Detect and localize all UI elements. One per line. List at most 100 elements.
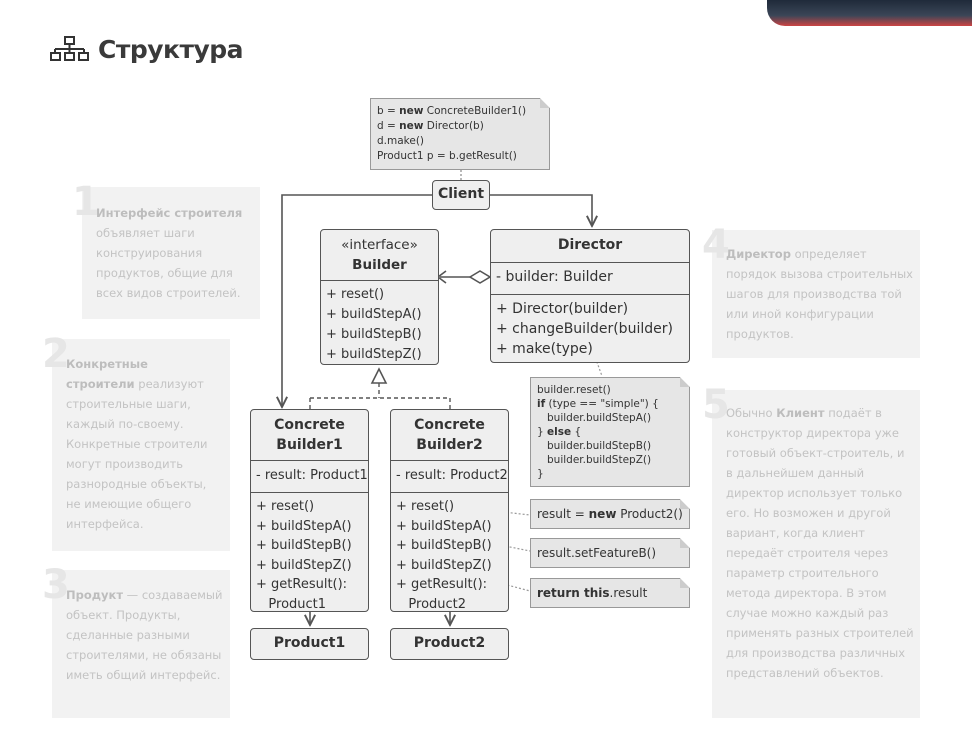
method-item: + buildStepB() <box>326 327 422 342</box>
folded-corner-icon <box>680 499 690 509</box>
code-text: } <box>537 426 548 438</box>
code-text: result = <box>537 507 589 521</box>
realization-triangle <box>370 367 388 384</box>
code-line: builder.reset() <box>537 383 683 397</box>
code-keyword: new <box>399 120 424 132</box>
code-text: d = <box>377 120 400 132</box>
concrete-builder1-box: Concrete Builder1 - result: Product1 + r… <box>250 409 369 612</box>
code-line: Product1 p = b.getResult() <box>377 149 543 164</box>
note-pre: Обычно <box>726 406 773 420</box>
builder-stereotype: «interface» <box>341 237 418 253</box>
method-item: + buildStepA() <box>326 307 422 322</box>
note-builder-interface: 1 Интерфейс строителя объявляет шаги кон… <box>72 179 260 319</box>
note-text: — создаваемый объект. Продукты, сделанны… <box>66 588 223 682</box>
code-line: builder.buildStepZ() <box>537 453 683 467</box>
code-line: if (type == "simple") { <box>537 397 683 411</box>
cb2-fields: - result: Product2 <box>391 460 508 492</box>
code-keyword: else <box>547 426 572 438</box>
cb1-fields: - result: Product1 <box>251 460 368 492</box>
method-item: + buildStepA() <box>396 518 492 534</box>
note-bold: Конкретные строители <box>66 357 148 391</box>
client-to-director-arrow <box>490 194 592 226</box>
code-line: } else { <box>537 425 683 439</box>
sitemap-icon <box>50 36 89 61</box>
code-keyword: return this <box>537 586 610 600</box>
folded-corner-icon <box>680 578 690 588</box>
top-decor-bar <box>767 0 972 26</box>
aggregation-diamond <box>468 270 492 284</box>
folded-corner-icon <box>680 377 690 387</box>
code-text: builder.buildStepA() <box>537 412 652 424</box>
note-body: Интерфейс строителя объявляет шаги конст… <box>96 203 256 303</box>
director-box: Director - builder: Builder + Director(b… <box>490 229 690 363</box>
client-to-builder1-arrow <box>282 194 432 407</box>
folded-corner-icon <box>540 98 550 108</box>
page-title: Структура <box>98 34 244 64</box>
stepb-code-note: result.setFeatureB() <box>530 538 690 568</box>
note-number: 2 <box>42 331 70 377</box>
note-bold: Директор <box>726 247 791 261</box>
code-text: builder.buildStepZ() <box>537 454 652 466</box>
method-item: + buildStepB() <box>396 538 492 553</box>
code-text: Product1 p = b.getResult() <box>377 150 517 162</box>
class-name-line: Builder1 <box>276 437 343 453</box>
method-item: + buildStepZ() <box>326 347 422 362</box>
director-name: Director <box>557 237 623 253</box>
field-item: - result: Product2 <box>396 468 508 483</box>
cb1-header: Concrete Builder1 <box>251 410 368 460</box>
method-item: + buildStepB() <box>256 538 352 553</box>
builder-interface-box: «interface» Builder + reset() + buildSte… <box>320 229 439 365</box>
builder-header: «interface» Builder <box>321 230 438 280</box>
code-keyword: new <box>588 507 617 521</box>
reset-code-note: result = new Product2() <box>530 499 690 529</box>
method-item: Product2 <box>396 596 467 612</box>
code-keyword: new <box>399 105 424 117</box>
method-item: + buildStepA() <box>256 518 352 534</box>
stepb-note-link <box>489 542 531 552</box>
note-concrete-builders: 2 Конкретные строители реализуют строите… <box>42 331 230 551</box>
note-text: определяет порядок вызова строительных ш… <box>726 247 913 341</box>
code-text: Director(b) <box>423 120 484 132</box>
code-text: { <box>571 426 582 438</box>
method-item: + buildStepZ() <box>396 557 492 573</box>
code-line: builder.buildStepB() <box>537 439 683 453</box>
method-item: + reset() <box>396 499 455 514</box>
director-code-note: builder.reset() if (type == "simple") { … <box>530 377 690 487</box>
getresult-note-link <box>487 579 531 592</box>
method-item: + reset() <box>256 499 315 514</box>
code-text: Product2() <box>616 507 683 521</box>
method-item: + reset() <box>326 287 385 302</box>
note-body: Директор определяет порядок вызова строи… <box>726 244 916 344</box>
note-bold: Клиент <box>776 406 825 420</box>
note-bold: Продукт <box>66 588 124 602</box>
folded-corner-icon <box>680 538 690 548</box>
code-text: d.make() <box>377 135 425 147</box>
builder-name: Builder <box>352 257 407 273</box>
class-name-line: Builder2 <box>416 437 483 453</box>
note-text: подаёт в конструктор директора уже готов… <box>726 406 914 680</box>
note-bold: Интерфейс строителя <box>96 206 243 220</box>
method-item: + getResult(): <box>256 577 348 592</box>
method-item: + Director(builder) <box>496 301 629 317</box>
code-line: builder.buildStepA() <box>537 411 683 425</box>
code-line: d.make() <box>377 134 543 149</box>
note-body: Продукт — создаваемый объект. Продукты, … <box>66 585 226 685</box>
code-text: .result <box>609 586 648 600</box>
product1-box: Product1 <box>250 628 369 660</box>
method-item: + getResult(): <box>396 577 488 592</box>
cb2-header: Concrete Builder2 <box>391 410 508 460</box>
code-text: b = <box>377 105 400 117</box>
product2-box: Product2 <box>390 628 509 660</box>
field-item: - result: Product1 <box>256 468 368 483</box>
code-text: result.setFeatureB() <box>537 546 657 560</box>
client-box: Client <box>432 180 490 210</box>
concrete-builder2-box: Concrete Builder2 - result: Product2 + r… <box>390 409 509 612</box>
method-item: + changeBuilder(builder) <box>496 321 673 337</box>
field-item: - builder: Builder <box>496 269 613 285</box>
code-line: } <box>537 467 683 481</box>
cb1-methods: + reset() + buildStepA() + buildStepB() … <box>251 492 368 618</box>
director-methods: + Director(builder) + changeBuilder(buil… <box>491 294 689 363</box>
note-number: 3 <box>42 562 70 608</box>
note-text: реализуют строительные шаги, каждый по-с… <box>66 377 208 531</box>
note-number: 1 <box>72 179 100 225</box>
